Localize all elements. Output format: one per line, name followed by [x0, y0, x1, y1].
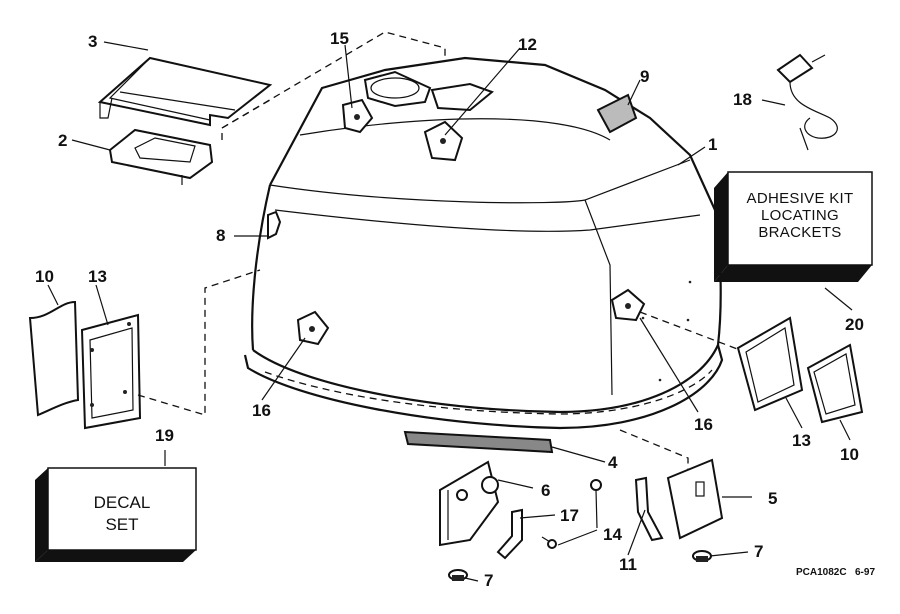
bracket-15 [341, 98, 374, 134]
callout-10-left: 10 [35, 267, 54, 286]
callout-1: 1 [708, 135, 717, 154]
callout-7-left: 7 [484, 571, 493, 590]
callout-15: 15 [330, 29, 349, 48]
part-7-nut-right [692, 550, 712, 562]
bracket-16-right [610, 288, 646, 322]
adhesive-kit-box: ADHESIVE KIT LOCATING BRACKETS [714, 171, 873, 282]
part-14-screw-lower [541, 536, 557, 549]
part-4-strip [403, 430, 554, 454]
adhesive-kit-label: ADHESIVE KIT [747, 190, 854, 207]
bracket-12 [423, 120, 464, 162]
figure-code: PCA1082C [796, 567, 847, 578]
guide-top-2 [221, 99, 271, 129]
guide-left [137, 269, 261, 416]
callout-13-right: 13 [792, 431, 811, 450]
callout-2: 2 [58, 131, 67, 150]
callout-6: 6 [541, 481, 550, 500]
adhesive-locating-label: LOCATING [761, 207, 839, 224]
callout-8: 8 [216, 226, 225, 245]
part-18-sensor [776, 53, 838, 151]
callout-labels: 3 2 15 12 9 1 18 8 10 13 16 16 20 13 10 … [35, 29, 864, 590]
part-9-patch [596, 93, 638, 134]
decal-set-label: SET [105, 515, 138, 534]
callout-17: 17 [560, 506, 579, 525]
decal-label: DECAL [94, 493, 151, 512]
callout-9: 9 [640, 67, 649, 86]
part-7-nut-left [448, 569, 468, 581]
guide-top [221, 31, 446, 140]
callout-20: 20 [845, 315, 864, 334]
callout-4: 4 [608, 453, 618, 472]
callout-12: 12 [518, 35, 537, 54]
callout-7-right: 7 [754, 542, 763, 561]
decal-set-box: DECAL SET [35, 467, 197, 562]
callout-18: 18 [733, 90, 752, 109]
callout-14: 14 [603, 525, 622, 544]
adhesive-brackets-label: BRACKETS [758, 224, 841, 241]
callout-3: 3 [88, 32, 97, 51]
bracket-16-left [296, 310, 330, 346]
callout-10-right: 10 [840, 445, 859, 464]
callout-16-left: 16 [252, 401, 271, 420]
guide-right [639, 311, 741, 351]
callout-11: 11 [619, 555, 637, 574]
part-14-screw-upper [590, 479, 602, 491]
engine-cover [243, 56, 724, 430]
callout-5: 5 [768, 489, 777, 508]
figure-date: 6-97 [855, 567, 875, 578]
callout-13-left: 13 [88, 267, 107, 286]
leader-lines [47, 41, 853, 582]
part-6-bracket [439, 460, 500, 547]
part-10-right-sheet [806, 343, 864, 424]
part-11-clip [634, 476, 664, 542]
part-13-left-frame [80, 313, 142, 430]
part-13-right-frame [736, 316, 804, 412]
callout-19: 19 [155, 426, 174, 445]
part-2-ring [108, 128, 214, 185]
part-8-patch [267, 210, 282, 240]
part-5-plate [666, 458, 724, 540]
part-3-cap [97, 56, 273, 127]
guide-bottom [619, 429, 689, 470]
part-10-left-sheet [28, 300, 80, 417]
callout-16-right: 16 [694, 415, 713, 434]
part-17-clip [496, 508, 523, 560]
